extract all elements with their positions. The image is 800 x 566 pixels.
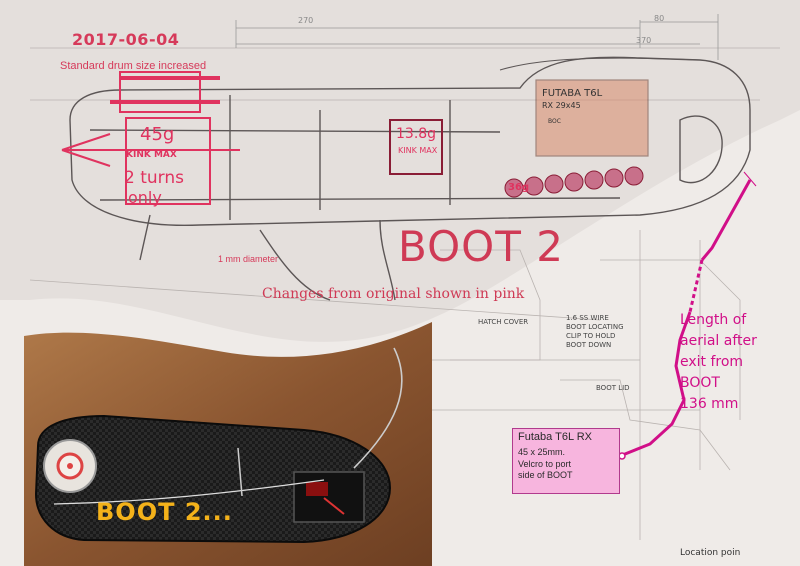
- diameter-note: 1 mm diameter: [218, 254, 279, 264]
- boot-photo-illustration: [24, 322, 432, 566]
- receiver-callout: Futaba T6L RX 45 x 25mm. Velcro to port …: [512, 428, 620, 494]
- drum-markup: [61, 71, 443, 205]
- drawing-subtitle: Changes from original shown in pink: [262, 286, 525, 302]
- rx-pod-label: FUTABA T6L: [542, 88, 603, 99]
- location-note: Location poin: [680, 548, 741, 558]
- sketch-date: 2017-06-04: [72, 30, 180, 49]
- hatch-cover-label: HATCH COVER: [478, 318, 529, 326]
- boot-lid-label: BOOT LID: [596, 384, 630, 392]
- rx-pod-note: BOC: [548, 118, 561, 125]
- mid-kink-label: KINK MAX: [398, 146, 438, 155]
- boot-outline: [69, 56, 751, 301]
- drum-weight-label: 45g: [140, 124, 175, 145]
- bead-chain: [504, 166, 644, 198]
- receiver-unit: [293, 471, 365, 523]
- rx-pod-size-label: RX 29x45: [542, 101, 581, 110]
- drawing-title: BOOT 2: [398, 222, 564, 271]
- drum-size-note: Standard drum size increased: [60, 60, 207, 72]
- locating-clip: [237, 447, 243, 497]
- bead-weight-label: 36g: [508, 182, 530, 193]
- receiver-lead: [323, 497, 345, 515]
- dimension-80: 80: [654, 14, 665, 23]
- aerial-wire: [353, 347, 403, 469]
- dimension-lines: [235, 14, 719, 60]
- rx-pod-shading: [535, 79, 649, 157]
- wire-clip-note: 1.6 SS WIRE BOOT LOCATING CLIP TO HOLD B…: [566, 314, 624, 349]
- dimension-270: 270: [298, 16, 314, 25]
- mid-box: [389, 119, 443, 175]
- drum-box: [119, 71, 201, 113]
- dimension-370: 370: [636, 36, 652, 45]
- drum-turns-label: 2 turns: [124, 168, 184, 188]
- receiver-led: [306, 482, 328, 496]
- receiver-title: Futaba T6L RX: [518, 431, 592, 443]
- drum-reel-box: [125, 117, 211, 205]
- receiver-mount-note: Velcro to port side of BOOT: [518, 459, 573, 480]
- drum-kink-label: KINK MAX: [126, 150, 177, 160]
- aerial-route: [619, 171, 757, 458]
- aerial-length-note: Length of aerial after exit from BOOT 13…: [680, 312, 757, 412]
- drum-only-label: only: [128, 188, 162, 207]
- receiver-size: 45 x 25mm.: [518, 447, 566, 457]
- boot-photo: [24, 318, 432, 566]
- control-wire: [53, 479, 325, 505]
- drum-center: [67, 463, 73, 469]
- photo-boot-label: BOOT 2...: [96, 498, 233, 526]
- mid-weight-label: 13.8g: [396, 126, 437, 142]
